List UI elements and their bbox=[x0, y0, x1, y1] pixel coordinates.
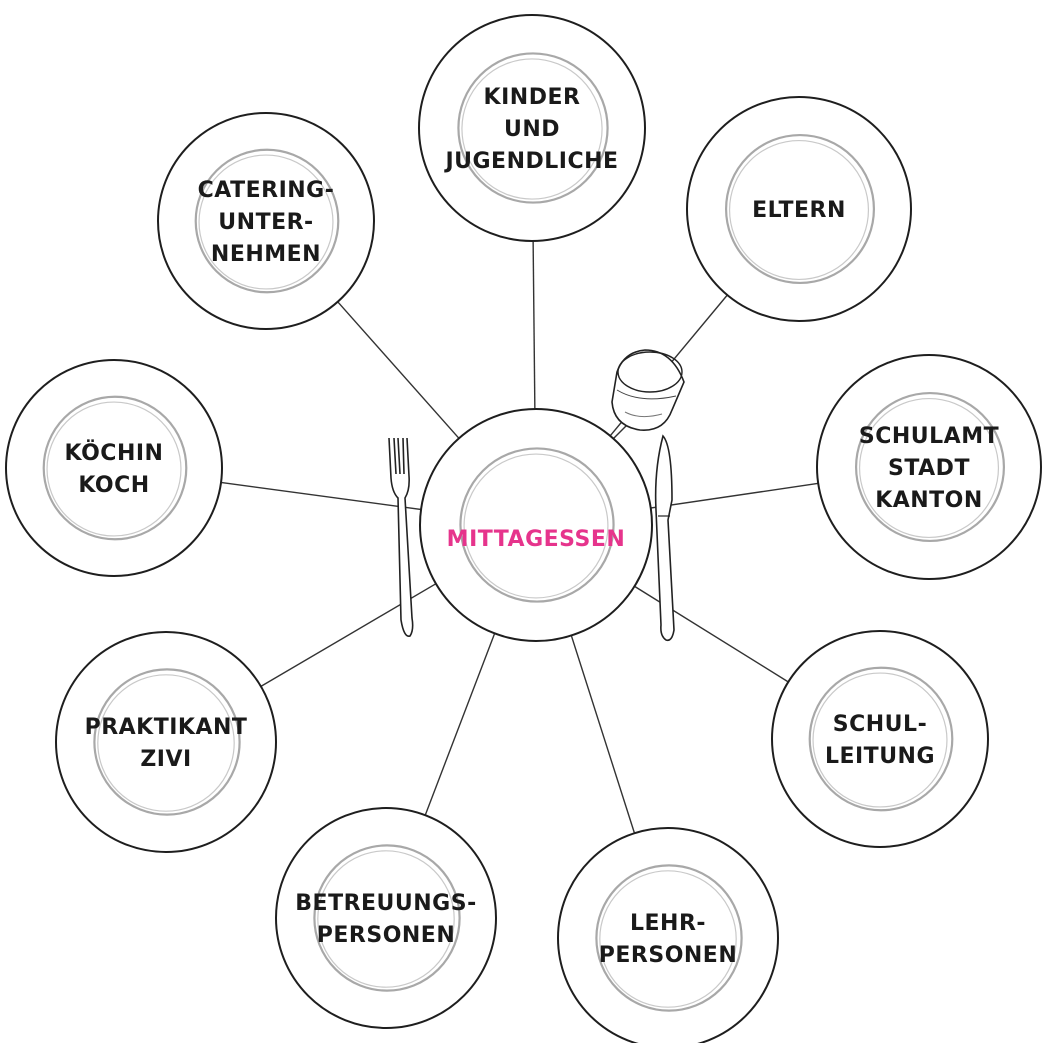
plate-label-line: ELTERN bbox=[752, 198, 846, 223]
plate-well-inner bbox=[599, 870, 737, 1008]
plate-well-inner bbox=[198, 154, 334, 290]
plate-rim bbox=[419, 408, 653, 642]
plate-well-inner bbox=[46, 401, 182, 537]
plate-rim bbox=[771, 630, 989, 848]
center-plate bbox=[419, 408, 653, 642]
drinking-glass-icon bbox=[611, 349, 685, 441]
plate-label-line: SCHUL- bbox=[833, 712, 927, 737]
knife-icon bbox=[654, 434, 675, 642]
plate-label-line: KANTON bbox=[875, 488, 983, 513]
plate-well-inner bbox=[463, 453, 609, 599]
plate-label-line: PRAKTIKANT bbox=[85, 715, 248, 740]
plate-well bbox=[313, 844, 461, 992]
connector-kinder bbox=[532, 238, 536, 414]
plate-rim bbox=[557, 827, 779, 1043]
plate-rim bbox=[275, 807, 497, 1029]
plate-label-catering: CATERING- UNTER- NEHMEN bbox=[198, 178, 335, 267]
plate-label-betreuungspersonen: BETREUUNGS- PERSONEN bbox=[295, 891, 476, 948]
plate-rim bbox=[418, 14, 646, 242]
plate-label-line: LEITUNG bbox=[825, 744, 935, 769]
plate-catering: CATERING- UNTER- NEHMEN bbox=[157, 112, 375, 330]
plate-well-inner bbox=[812, 672, 948, 808]
plate-well-inner bbox=[97, 674, 235, 812]
plate-well-inner bbox=[317, 850, 455, 988]
connector-schulamt bbox=[646, 482, 821, 510]
plate-label-line: CATERING- bbox=[198, 178, 335, 203]
plate-well bbox=[42, 395, 188, 541]
plate-well-inner bbox=[858, 397, 1000, 539]
plate-betreuungspersonen: BETREUUNGS- PERSONEN bbox=[275, 807, 497, 1029]
plate-rim bbox=[157, 112, 375, 330]
plate-kinder: KINDER UND JUGENDLICHE bbox=[418, 14, 646, 242]
plate-label-line: UND bbox=[504, 117, 560, 142]
plate-label-koechin: KÖCHIN KOCH bbox=[65, 440, 164, 498]
plate-eltern: ELTERN bbox=[686, 96, 912, 322]
plate-well bbox=[194, 148, 340, 294]
plate-label-line: JUGENDLICHE bbox=[443, 149, 618, 174]
plates-group: KINDER UND JUGENDLICHE ELTERN SCHULAMT STADT K… bbox=[5, 14, 1042, 1043]
connector-praktikant bbox=[258, 581, 440, 689]
connector-catering bbox=[335, 299, 463, 442]
plate-well bbox=[93, 668, 241, 816]
connector-lehrpersonen bbox=[569, 631, 636, 836]
plate-koechin: KÖCHIN KOCH bbox=[5, 359, 223, 577]
plate-label-line: SCHULAMT bbox=[859, 424, 999, 449]
plate-label-praktikant: PRAKTIKANT ZIVI bbox=[85, 715, 248, 772]
plate-rim bbox=[5, 359, 223, 577]
connector-koechin bbox=[218, 481, 426, 511]
plate-well bbox=[808, 666, 954, 812]
plate-well-inner bbox=[728, 139, 870, 281]
plate-label-line: PERSONEN bbox=[317, 923, 456, 948]
plate-well bbox=[457, 52, 609, 204]
plate-label-line: KINDER bbox=[484, 85, 581, 110]
plate-label-line: PERSONEN bbox=[599, 943, 738, 968]
plate-well bbox=[854, 391, 1006, 543]
plate-label-line: LEHR- bbox=[630, 911, 706, 936]
plate-label-line: KOCH bbox=[78, 473, 149, 498]
fork-icon bbox=[388, 437, 414, 637]
plate-label-line: NEHMEN bbox=[211, 242, 321, 267]
plate-rim bbox=[55, 631, 277, 853]
connector-schulleitung bbox=[630, 583, 791, 684]
plate-rim bbox=[686, 96, 912, 322]
plate-label-kinder: KINDER UND JUGENDLICHE bbox=[443, 85, 618, 174]
plate-label-eltern: ELTERN bbox=[752, 198, 846, 223]
plate-label-line: KÖCHIN bbox=[65, 440, 164, 466]
plate-schulamt: SCHULAMT STADT KANTON bbox=[816, 354, 1042, 580]
plate-well-inner bbox=[461, 58, 603, 200]
plate-label-line: ZIVI bbox=[140, 747, 191, 772]
center-label-mittagessen: MITTAGESSEN bbox=[447, 527, 626, 552]
plate-lehrpersonen: LEHR- PERSONEN bbox=[557, 827, 779, 1043]
plate-label-schulleitung: SCHUL- LEITUNG bbox=[825, 712, 935, 769]
plate-label-line: STADT bbox=[888, 456, 970, 481]
plate-schulleitung: SCHUL- LEITUNG bbox=[771, 630, 989, 848]
plate-rim bbox=[816, 354, 1042, 580]
plate-praktikant: PRAKTIKANT ZIVI bbox=[55, 631, 277, 853]
plate-well bbox=[724, 133, 876, 285]
plate-label-line: BETREUUNGS- bbox=[295, 891, 476, 916]
plate-label-line: UNTER- bbox=[218, 210, 313, 235]
plate-well bbox=[595, 864, 743, 1012]
connector-betreuungspersonen bbox=[423, 629, 497, 818]
plate-label-schulamt: SCHULAMT STADT KANTON bbox=[859, 424, 999, 513]
plate-label-lehrpersonen: LEHR- PERSONEN bbox=[599, 911, 738, 968]
plate-well bbox=[459, 447, 615, 603]
